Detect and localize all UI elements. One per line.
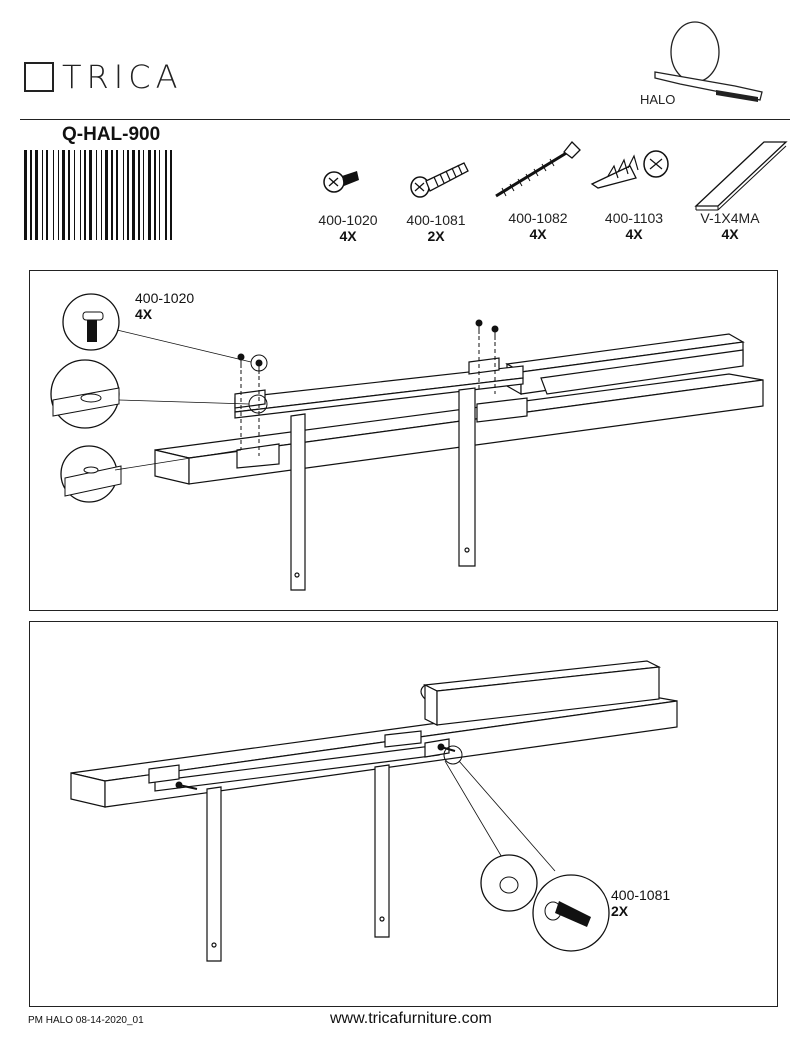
part-qty: 4X	[721, 226, 739, 242]
part-qty: 4X	[625, 226, 643, 242]
bolt-icon	[323, 171, 359, 193]
website-link[interactable]: www.tricafurniture.com	[330, 1010, 492, 1027]
part-code: 400-1081	[406, 212, 466, 228]
tape-strip-icon	[694, 141, 788, 211]
brand-name: TRICA	[62, 58, 183, 96]
part-qty: 2X	[427, 228, 445, 244]
screw-icon	[410, 162, 469, 198]
part-code: 400-1103	[604, 210, 664, 226]
step-1-panel	[29, 270, 778, 611]
step-1-part-code: 400-1020	[135, 290, 195, 306]
logo-square-icon	[24, 62, 54, 92]
model-number: Q-HAL-900	[62, 124, 161, 145]
step-1-part-qty: 4X	[135, 306, 153, 322]
barcode-icon	[24, 150, 172, 240]
document-id: PM HALO 08-14-2020_01	[28, 1015, 144, 1026]
step-2-part-qty: 2X	[611, 903, 629, 919]
part-qty: 4X	[339, 228, 357, 244]
part-qty: 4X	[529, 226, 547, 242]
header-divider	[20, 119, 790, 120]
wood-screw-icon	[495, 141, 581, 198]
step-2-panel	[29, 621, 778, 1007]
step-2-illustration	[70, 660, 678, 962]
brand-logo: TRICA	[24, 58, 182, 96]
product-label: HALO	[640, 92, 676, 107]
step-2-part-code: 400-1081	[611, 887, 671, 903]
part-code: 400-1020	[318, 212, 378, 228]
halo-product-icon	[654, 21, 763, 102]
part-code: V-1X4MA	[700, 210, 760, 226]
part-code: 400-1082	[508, 210, 568, 226]
wall-anchor-icon	[590, 150, 669, 189]
step-1-illustration	[50, 293, 764, 591]
